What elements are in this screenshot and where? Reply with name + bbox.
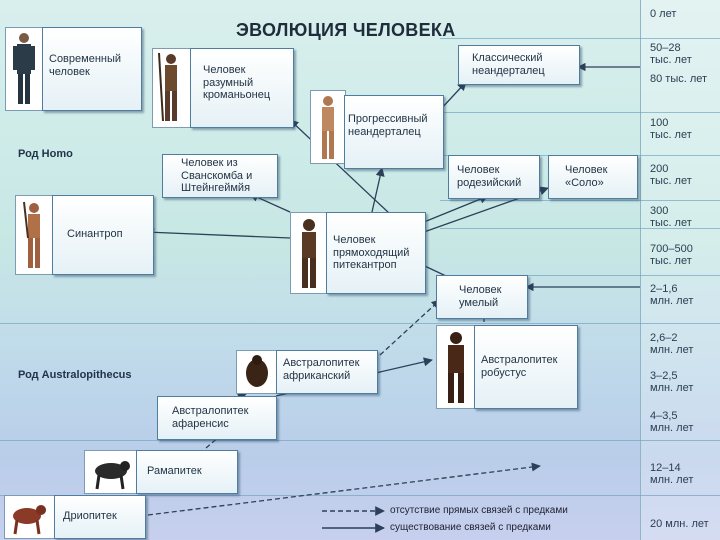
box-label: Рамапитек xyxy=(147,465,202,478)
pithecanthropus-figure xyxy=(290,212,328,294)
box-label: Человек«Соло» xyxy=(565,164,607,189)
box-sinanthropus: Синантроп xyxy=(52,195,154,275)
robustus-figure xyxy=(436,325,476,409)
dryopithecus-figure xyxy=(4,495,56,539)
progressive-neanderthal-figure xyxy=(310,90,346,164)
arrow-link xyxy=(424,196,488,222)
box-label: Дриопитек xyxy=(63,510,117,523)
arrow-dashed xyxy=(380,300,440,355)
sinanthropus-figure xyxy=(15,195,53,275)
legend-dashed-label: отсутствие прямых связей с предками xyxy=(390,505,568,516)
ramapithecus-figure xyxy=(84,450,138,494)
box-label: Синантроп xyxy=(67,228,123,241)
legend-solid-label: существование связей с предками xyxy=(390,522,551,533)
arrow-link xyxy=(146,232,290,238)
box-ramapithecus: Рамапитек xyxy=(136,450,238,494)
box-dryopithecus: Дриопитек xyxy=(54,495,146,539)
box-solo: Человек«Соло» xyxy=(548,155,638,199)
modern-human-figure xyxy=(5,27,43,111)
africanus-figure xyxy=(236,350,278,394)
cromagnon-figure xyxy=(152,48,192,128)
